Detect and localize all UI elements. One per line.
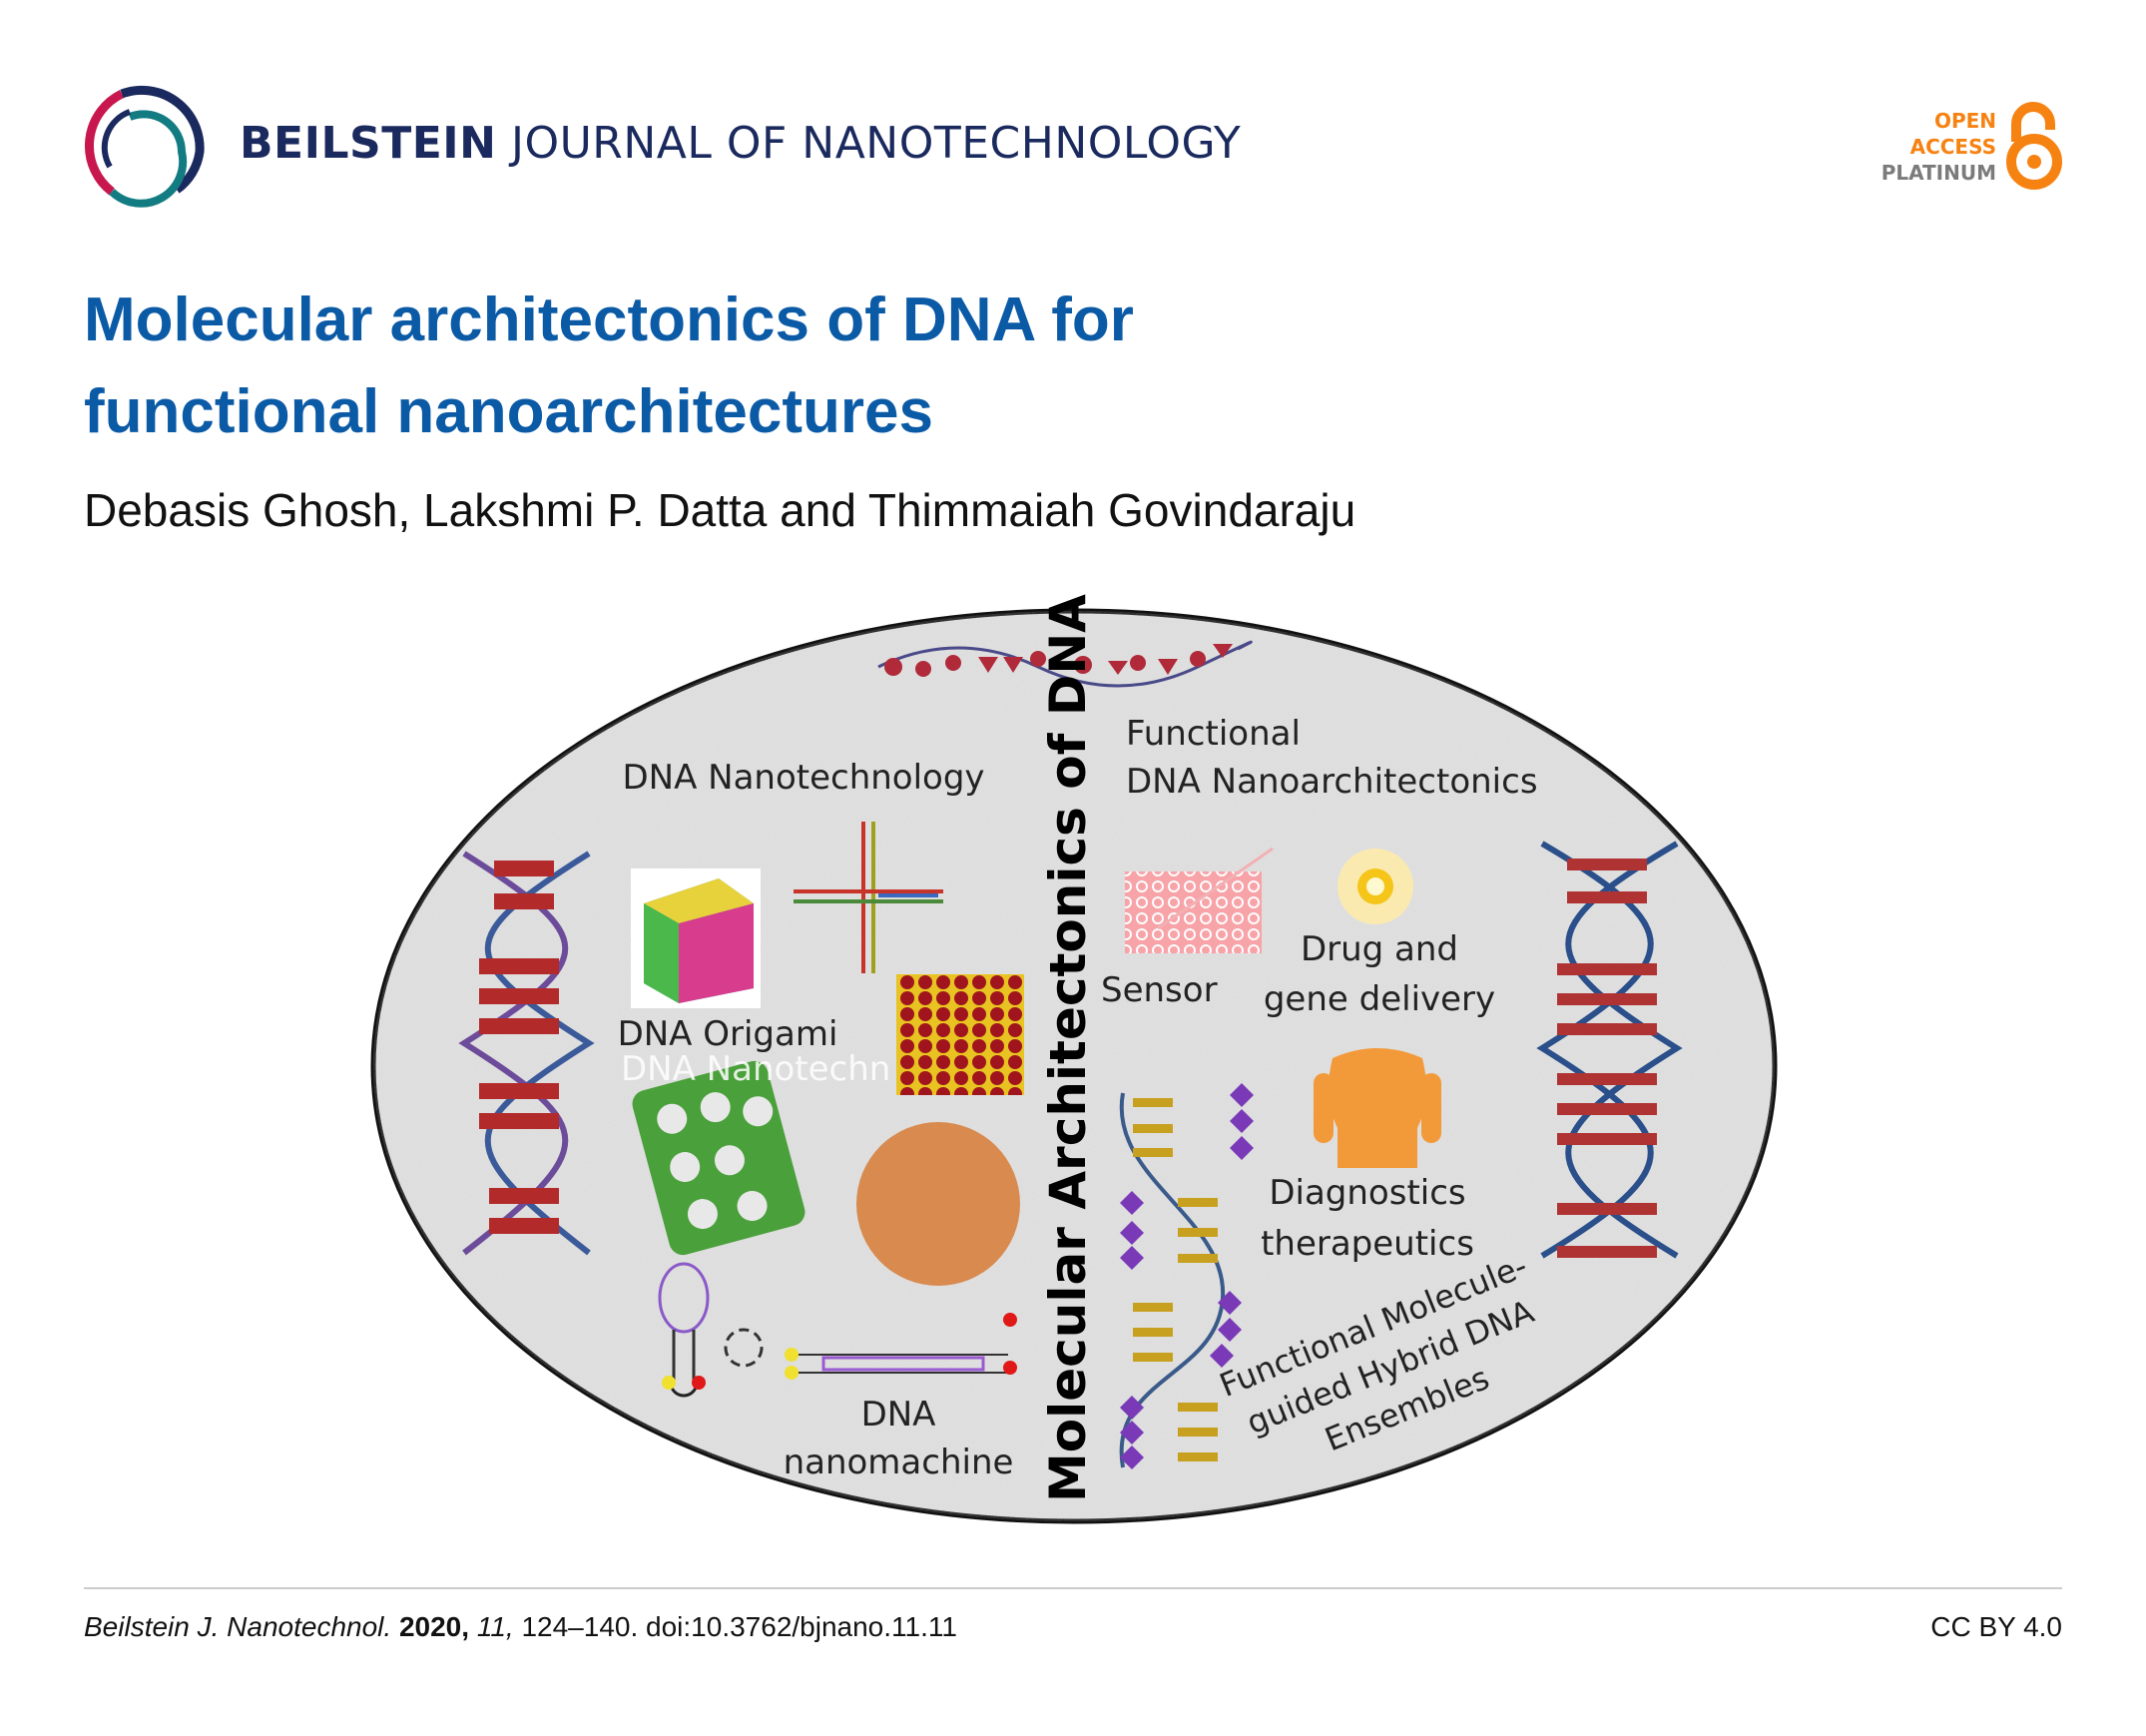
dna-nanomachine-icon (658, 1262, 1017, 1398)
citation-volume: 11, (476, 1611, 514, 1642)
footer-divider (84, 1587, 2062, 1589)
dna-nanoparticle-icon (856, 1122, 1020, 1286)
label-drug-line-1: Drug and (1301, 929, 1458, 969)
label-sensor: Sensor (1101, 970, 1218, 1010)
label-drug-line-2: gene delivery (1264, 979, 1495, 1019)
dna-helix-right-icon (1536, 841, 1683, 1259)
drug-nanoparticle-icon (1338, 849, 1413, 924)
article-title: Molecular architectonics of DNA for func… (84, 275, 1134, 458)
oa-access: ACCESS (1909, 135, 1996, 159)
sensor-plate-icon (1125, 847, 1274, 953)
citation: Beilstein J. Nanotechnol. 2020, 11, 124–… (84, 1611, 957, 1643)
hexagonal-lattice-icon (896, 974, 1024, 1095)
dna-junction-arrows-icon (794, 822, 943, 973)
label-dna-origami: DNA Origami (618, 1014, 838, 1054)
label-dna-nanotechnology: DNA Nanotechnology (622, 758, 984, 798)
oa-platinum: PLATINUM (1880, 161, 1996, 185)
journal-name-rest: JOURNAL OF NANOTECHNOLOGY (510, 118, 1242, 169)
journal-name: BEILSTEIN JOURNAL OF NANOTECHNOLOGY (240, 118, 1241, 169)
dna-helix-left-icon (458, 851, 595, 1256)
green-hex-mesh-icon (632, 1060, 805, 1256)
open-access-badge: OPEN ACCESS PLATINUM (1881, 108, 1996, 186)
oa-open: OPEN (1933, 109, 1996, 133)
open-lock-icon (2006, 102, 2062, 190)
authors: Debasis Ghosh, Lakshmi P. Datta and Thim… (84, 484, 1356, 536)
citation-journal: Beilstein J. Nanotechnol. (84, 1611, 392, 1642)
human-torso-icon (1314, 1048, 1441, 1168)
molecule-chain-icon (877, 640, 1253, 688)
label-nanomachine-line-1: DNA (861, 1395, 936, 1435)
label-molecular-architectonics: Molecular Architectonics of DNA (1039, 594, 1097, 1502)
citation-year: 2020, (398, 1611, 470, 1642)
label-diagnostics-line-2: therapeutics (1261, 1224, 1474, 1264)
hybrid-dna-icon (1119, 1083, 1254, 1469)
title-line-1: Molecular architectonics of DNA for (84, 286, 1134, 354)
beilstein-logo-icon (85, 85, 205, 208)
license: CC BY 4.0 (1930, 1611, 2062, 1642)
dna-origami-cube-icon (631, 868, 761, 1008)
label-functional-line-1: Functional (1126, 714, 1301, 754)
title-line-2: functional nanoarchitectures (84, 377, 933, 446)
label-functional-line-2: DNA Nanoarchitectonics (1126, 762, 1538, 802)
label-nanomachine-line-2: nanomachine (784, 1443, 1014, 1482)
journal-name-bold: BEILSTEIN (240, 118, 497, 169)
watermark-text: DNA Nanotechn (621, 1049, 890, 1089)
citation-doi: 124–140. doi:10.3762/bjnano.11.11 (521, 1611, 957, 1642)
label-diagnostics-line-1: Diagnostics (1269, 1173, 1465, 1213)
